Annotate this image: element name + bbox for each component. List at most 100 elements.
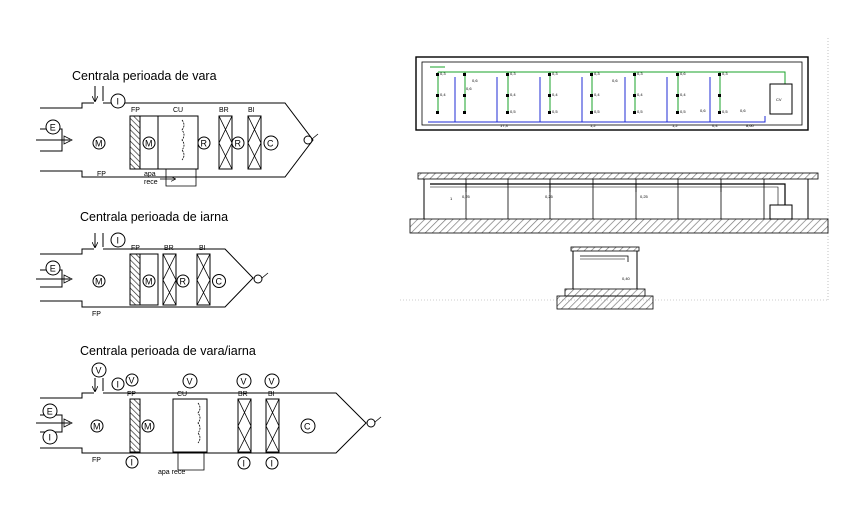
- section-label: 0,25: [640, 194, 649, 199]
- svg-text:R: R: [235, 139, 242, 149]
- detail-label: 0,40: [622, 276, 631, 281]
- svg-text:I: I: [117, 380, 120, 390]
- svg-text:R: R: [180, 277, 187, 287]
- filter-hatched: [129, 398, 141, 453]
- duct-label: 0,3: [594, 71, 600, 76]
- section-label-fp: FP: [131, 245, 140, 252]
- outdoor-air-e-icon: E: [42, 403, 58, 419]
- duct-label: 0,4: [594, 92, 600, 97]
- bottom-label-fp: FP: [92, 311, 101, 318]
- central-unit-box: [769, 204, 793, 220]
- valve-v-icon: V: [125, 373, 139, 387]
- supply-outlet-icon: [303, 133, 319, 145]
- unit-summer: Centrala perioada de vara E I M M: [36, 69, 319, 187]
- equipment-label: CV: [776, 97, 782, 102]
- outdoor-air-e-icon: E: [45, 119, 61, 135]
- reheat-r-icon: R: [231, 136, 245, 150]
- section-label-br: BR: [219, 107, 229, 114]
- filter-m-icon: M: [142, 136, 156, 150]
- svg-text:C: C: [267, 139, 274, 149]
- svg-text:M: M: [93, 422, 101, 432]
- water-label-2: rece: [144, 179, 158, 186]
- reheat-battery: [218, 115, 233, 170]
- section-label: 1: [450, 196, 453, 201]
- duct-label: 0,3: [440, 71, 446, 76]
- dimension-label: 8,60: [746, 123, 755, 128]
- filter-m-icon: M: [142, 274, 156, 288]
- svg-text:V: V: [241, 377, 247, 387]
- duct-label: 0,6: [472, 78, 478, 83]
- indoor-air-i-icon: I: [111, 377, 125, 391]
- svg-text:I: I: [271, 459, 274, 469]
- cooler-coil: [157, 115, 199, 170]
- valve-v-icon: V: [264, 373, 280, 389]
- detail-section: 0,40: [556, 246, 654, 310]
- svg-text:C: C: [216, 277, 223, 287]
- unit-winter-title: Centrala perioada de iarna: [80, 210, 228, 224]
- water-label: apa rece: [158, 469, 185, 476]
- supply-outlet-icon: [366, 416, 382, 428]
- instrument-i-icon: I: [265, 456, 279, 470]
- supply-outlet-icon: [253, 272, 269, 284]
- svg-text:R: R: [201, 139, 208, 149]
- duct-label: 0,6: [466, 86, 472, 91]
- duct-label: 0,3: [510, 71, 516, 76]
- valve-v-icon: V: [182, 373, 198, 389]
- water-label: apa: [144, 171, 156, 178]
- fan-c-icon: C: [263, 135, 279, 151]
- duct-label: 0,5: [722, 109, 728, 114]
- duct-label: 0,5: [680, 109, 686, 114]
- duct-label: 0,3: [637, 71, 643, 76]
- duct-label: 0,6: [740, 108, 746, 113]
- duct-label: 0,4: [680, 92, 686, 97]
- heating-battery: [265, 398, 280, 453]
- section-label-fp: FP: [131, 107, 140, 114]
- svg-text:M: M: [145, 139, 153, 149]
- heating-battery: [247, 115, 262, 170]
- indoor-air-i-icon: I: [110, 93, 126, 109]
- indoor-air-i-icon: I: [42, 429, 58, 445]
- section-label-fp: FP: [127, 391, 136, 398]
- recovery-r-icon: R: [197, 136, 211, 150]
- outdoor-air-e-icon: E: [45, 260, 61, 276]
- central-unit-box: [769, 83, 793, 115]
- svg-text:E: E: [47, 407, 53, 417]
- svg-text:M: M: [144, 422, 152, 432]
- section-label-br: BR: [238, 391, 248, 398]
- indoor-air-i-icon: I: [110, 232, 126, 248]
- duct-label: 0,6: [612, 78, 618, 83]
- svg-text:I: I: [131, 458, 134, 468]
- building-section: 0,25 0,25 0,25 1: [409, 172, 829, 234]
- svg-text:E: E: [50, 123, 56, 133]
- mixing-chamber-m-icon: M: [92, 136, 106, 150]
- cooler-coil: [172, 398, 208, 453]
- svg-text:C: C: [304, 422, 311, 432]
- section-label-bi: BI: [248, 107, 255, 114]
- duct-plan: 0,3 0,3 0,3 0,3 0,3 0,3 0,4 0,4 0,4 0,4 …: [400, 38, 829, 301]
- svg-text:V: V: [187, 377, 193, 387]
- duct-label: 0,5: [552, 109, 558, 114]
- unit-summer-winter-title: Centrala perioada de vara/iarna: [80, 344, 256, 358]
- unit-summer-winter-outline: [40, 392, 367, 454]
- duct-label: 0,5: [510, 109, 516, 114]
- section-label: 0,25: [462, 194, 471, 199]
- unit-summer-winter: Centrala perioada de vara/iarna E I V I …: [36, 344, 382, 476]
- duct-label: 0,3: [722, 71, 728, 76]
- filter-m-icon: M: [141, 419, 155, 433]
- reheat-battery: [162, 253, 177, 306]
- section-label: 0,25: [545, 194, 554, 199]
- dimension-label: 1,2: [672, 123, 678, 128]
- svg-text:I: I: [49, 433, 52, 443]
- dimension-label: 0,4: [712, 123, 718, 128]
- duct-label: 0,4: [510, 92, 516, 97]
- recovery-r-icon: R: [176, 274, 190, 288]
- heating-battery: [196, 253, 211, 306]
- valve-v-icon: V: [236, 373, 252, 389]
- duct-label: 0,5: [637, 109, 643, 114]
- unit-summer-title: Centrala perioada de vara: [72, 69, 217, 83]
- svg-text:M: M: [145, 277, 153, 287]
- duct-label: 0,3: [552, 71, 558, 76]
- dimension-label: 1,2: [590, 123, 596, 128]
- svg-text:V: V: [269, 377, 275, 387]
